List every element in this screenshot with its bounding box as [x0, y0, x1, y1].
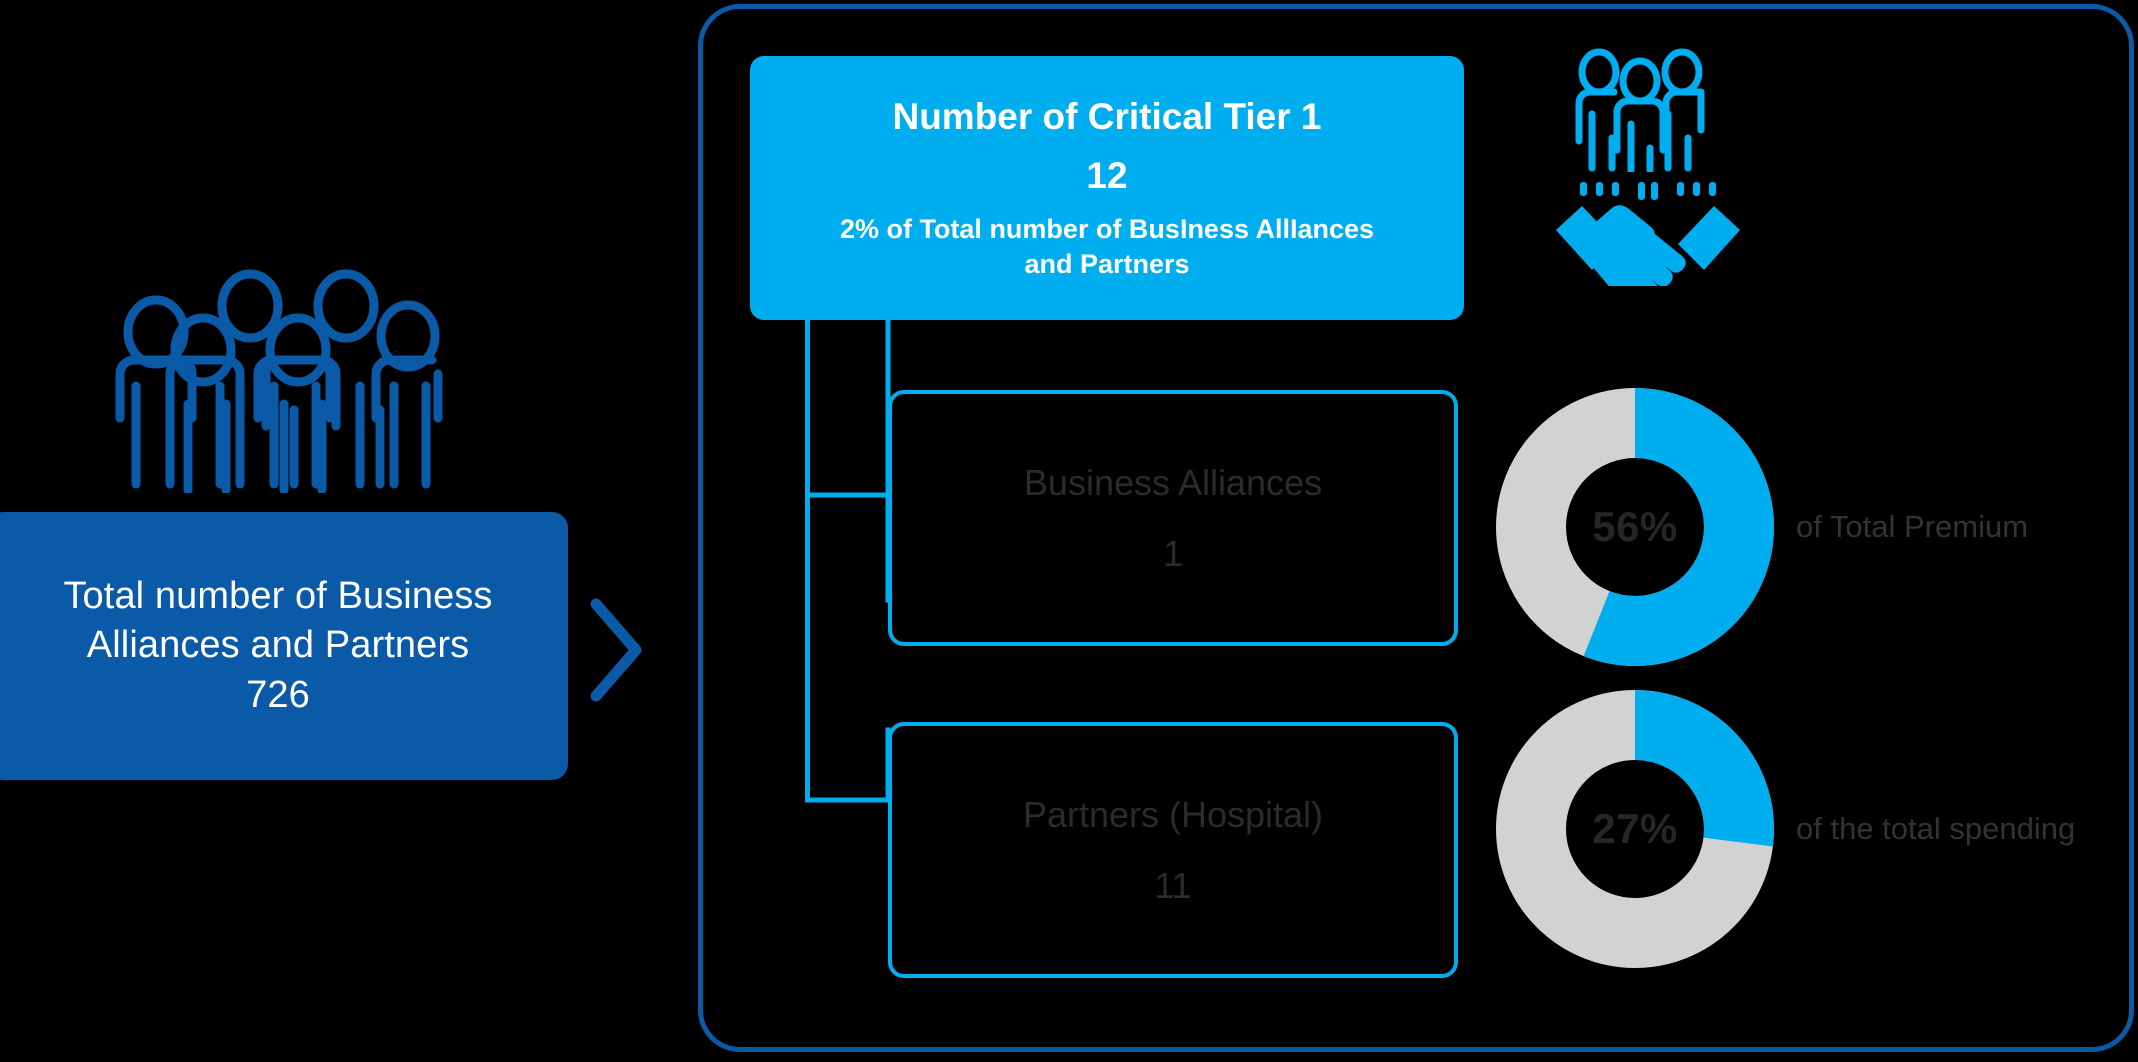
donut-spending-center-label: 27%: [1592, 805, 1678, 852]
critical-card-title: Number of Critical Tier 1: [892, 95, 1322, 137]
total-business-alliances-card: Total number of Business Alliances and P…: [0, 512, 568, 780]
business-alliances-box: Business Alliances 1: [888, 390, 1458, 646]
partners-hospital-value: 11: [1154, 865, 1192, 906]
donut-chart-total-premium: 56%: [1496, 388, 1774, 666]
donut-spending-arc: [1496, 690, 1774, 968]
donut-spending-svg: [1496, 690, 1774, 968]
detail-panel: [698, 4, 2134, 1052]
donut-spending-caption: of the total spending: [1796, 811, 2076, 846]
donut-chart-total-spending: 27%: [1496, 690, 1774, 968]
critical-card-subtitle-line1: 2% of Total number of BusIness AllIances: [839, 214, 1375, 245]
critical-card-value: 12: [1086, 154, 1128, 196]
total-card-value: 726: [246, 673, 310, 716]
three-people-icon: [1572, 46, 1708, 174]
total-card-line2: Alliances and Partners: [86, 624, 470, 667]
group-of-people-icon: [108, 258, 448, 495]
total-card-line1: Total number of Business: [63, 574, 493, 617]
critical-card-subtitle-line2: and Partners: [1024, 249, 1190, 280]
partners-hospital-label: Partners (Hospital): [1022, 793, 1324, 835]
business-alliances-value: 1: [1162, 533, 1184, 574]
partners-hospital-box: Partners (Hospital) 11: [888, 722, 1458, 978]
donut-premium-svg: [1496, 388, 1774, 666]
donut-premium-center-label: 56%: [1592, 503, 1678, 550]
chevron-right-icon: [588, 596, 644, 704]
business-alliances-label: Business Alliances: [1023, 461, 1323, 503]
handshake-icon: [1552, 182, 1744, 311]
donut-premium-arc: [1496, 388, 1774, 666]
donut-premium-caption: of Total Premium: [1796, 509, 2029, 544]
critical-tier-1-card: Number of Critical Tier 1 12 2% of Total…: [750, 56, 1464, 320]
